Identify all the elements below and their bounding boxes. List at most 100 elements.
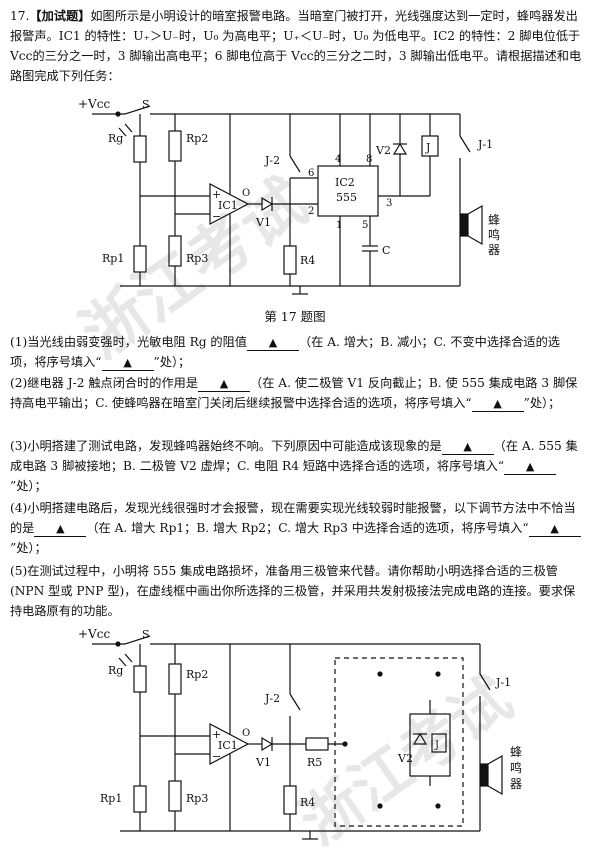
rp2-label: Rp2 <box>186 132 208 145</box>
pin-4: 4 <box>335 154 341 165</box>
question-item-4: (4)小明搭建电路后，发现光线很强时才会报警，现在需要实现光线较弱时能报警，以下… <box>10 498 584 558</box>
rp2-resistor-2 <box>168 663 182 695</box>
j-label-2: J <box>434 740 439 751</box>
rp1-label: Rp1 <box>102 252 124 265</box>
plus-sign-2: + <box>212 728 221 741</box>
item-1-end: ”处）； <box>153 355 191 369</box>
relay-j-2 <box>431 733 447 753</box>
item-2-end: ”处）； <box>523 396 561 410</box>
v1-label-2: V1 <box>255 756 271 769</box>
switch-s-label-2: S <box>142 628 150 641</box>
item-2-prefix: (2)继电器 J-2 触点闭合时的作用是 <box>10 376 199 390</box>
plus-sign: + <box>212 188 221 201</box>
question-item-1: (1)当光线由弱变强时，光敏电阻 Rg 的阻值▲（在 A. 增大；B. 减小；C… <box>10 332 584 372</box>
r4-resistor-2 <box>283 785 297 815</box>
output-o-label: O <box>242 188 250 199</box>
ic2-555-label: 555 <box>336 191 357 204</box>
ic1-label-2: IC1 <box>218 739 238 752</box>
buzzer-icon <box>459 213 469 237</box>
ic1-comparator-2 <box>209 723 250 765</box>
item-3-prefix: (3)小明搭建了测试电路，发现蜂鸣器始终不响。下列原因中可能造成该现象的是 <box>10 439 442 453</box>
question-item-3: (3)小明搭建了测试电路，发现蜂鸣器始终不响。下列原因中可能造成该现象的是▲（在… <box>10 436 584 496</box>
c-label: C <box>382 244 390 257</box>
answer-blank-2[interactable]: ▲ <box>198 377 251 392</box>
rg-resistor <box>133 135 147 163</box>
circuit-diagram-1: +Vcc S Rg Rp1 Rp2 Rp3 IC1 + − O V1 J-2 R… <box>78 97 500 295</box>
ic2-label: IC2 <box>335 176 355 189</box>
dashed-design-box[interactable] <box>334 657 464 827</box>
switch-s-label: S <box>142 98 150 111</box>
j-label: J <box>425 141 430 154</box>
v2-label: V2 <box>375 144 391 157</box>
r4-label: R4 <box>300 254 315 267</box>
circuit-diagram-2: +Vcc S Rg Rp1 Rp2 Rp3 IC1 + − O V1 J-2 R… <box>78 627 522 840</box>
v1-label: V1 <box>255 216 271 229</box>
ic1-label: IC1 <box>218 199 238 212</box>
j2-label: J-2 <box>264 154 280 167</box>
r5-label: R5 <box>307 756 322 769</box>
answer-mark: ▲ <box>504 460 557 475</box>
item-1-suffix: （在 A. 增大；B. 减小；C. 不变中选择合适的选项，将序号填入“ <box>10 335 560 369</box>
answer-mark: ▲ <box>528 522 581 537</box>
minus-sign-2: − <box>212 750 221 763</box>
rp2-label-2: Rp2 <box>186 668 208 681</box>
rg-label: Rg <box>108 132 123 145</box>
answer-blank-4[interactable]: ▲ <box>34 522 87 537</box>
buzzer-label-3: 器 <box>488 243 500 257</box>
question-item-2: (2)继电器 J-2 触点闭合时的作用是▲（在 A. 使二极管 V1 反向截止；… <box>10 373 584 413</box>
item-4-end: ”处）； <box>10 541 47 555</box>
r4-label-2: R4 <box>300 796 315 809</box>
ic2-555 <box>317 165 379 217</box>
ic1-comparator <box>209 183 250 225</box>
diode-v1 <box>261 196 274 212</box>
vcc-label: +Vcc <box>78 97 110 111</box>
figure-caption: 第 17 题图 <box>264 309 326 324</box>
item-2-suffix: （在 A. 使二极管 V1 反向截止；B. 使 555 集成电路 3 脚保持高电… <box>10 376 578 410</box>
item-4-suffix: （在 A. 增大 Rp1；B. 增大 Rp2；C. 增大 Rp3 中选择合适的选… <box>86 521 529 535</box>
answer-blank-3[interactable]: ▲ <box>441 440 494 455</box>
diode-v2 <box>392 142 408 155</box>
diode-v1-2 <box>261 736 274 752</box>
buzzer-label-2: 鸣 <box>488 227 500 242</box>
pin-3: 3 <box>386 198 392 209</box>
buzzer-label-2c: 器 <box>510 777 522 791</box>
pin-6: 6 <box>308 168 314 179</box>
question-tag: 【加试题】 <box>29 9 91 23</box>
question-intro: 17.【加试题】如图所示是小明设计的暗室报警电路。当暗室门被打开，光线强度达到一… <box>10 6 584 86</box>
buzzer-label-1: 蜂 <box>488 213 500 227</box>
item-4-prefix: (4)小明搭建电路后，发现光线很强时才会报警，现在需要实现光线较弱时能报警，以下… <box>10 501 576 535</box>
question-number: 17. <box>10 9 30 23</box>
rp1-label-2: Rp1 <box>100 792 122 805</box>
answer-blank-1[interactable]: ▲ <box>247 336 299 351</box>
item-3-end: ”处）； <box>10 479 47 493</box>
rp2-resistor <box>168 130 182 162</box>
rp3-label: Rp3 <box>186 252 208 265</box>
pin-2: 2 <box>308 206 314 217</box>
item-3-suffix: （在 A. 555 集成电路 3 脚被接地；B. 二极管 V2 虚焊；C. 电阻… <box>10 439 578 473</box>
question-item-5: (5)在测试过程中，小明将 555 集成电路损坏，准备用三极管来代替。请你帮助小… <box>10 561 584 621</box>
j2-label-2: J-2 <box>264 692 280 705</box>
r4-resistor <box>283 245 297 275</box>
answer-mark: ▲ <box>101 356 154 371</box>
output-o-label-2: O <box>242 728 250 739</box>
item-5-text: (5)在测试过程中，小明将 555 集成电路损坏，准备用三极管来代替。请你帮助小… <box>10 564 576 618</box>
item-1-prefix: (1)当光线由弱变强时，光敏电阻 Rg 的阻值 <box>10 335 247 349</box>
diode-v2-2 <box>412 732 428 745</box>
question-intro-text: 如图所示是小明设计的暗室报警电路。当暗室门被打开，光线强度达到一定时，蜂鸣器发出… <box>10 9 582 83</box>
pin-1: 1 <box>336 220 342 231</box>
rp1-resistor <box>133 245 147 273</box>
pin-5: 5 <box>362 220 368 231</box>
buzzer-label-2a: 蜂 <box>510 745 522 759</box>
rg-label-2: Rg <box>108 664 123 677</box>
pin-8: 8 <box>366 154 372 165</box>
rp3-resistor-2 <box>168 780 182 812</box>
minus-sign: − <box>212 210 221 223</box>
rp3-label-2: Rp3 <box>186 792 208 805</box>
j1-label: J-1 <box>477 138 493 151</box>
j1-label-2: J-1 <box>495 676 511 689</box>
rp3-resistor <box>168 235 182 267</box>
r5-resistor <box>305 737 329 751</box>
rp1-resistor-2 <box>133 785 147 813</box>
rg-resistor-2 <box>133 665 147 693</box>
vcc-label-2: +Vcc <box>78 627 110 641</box>
